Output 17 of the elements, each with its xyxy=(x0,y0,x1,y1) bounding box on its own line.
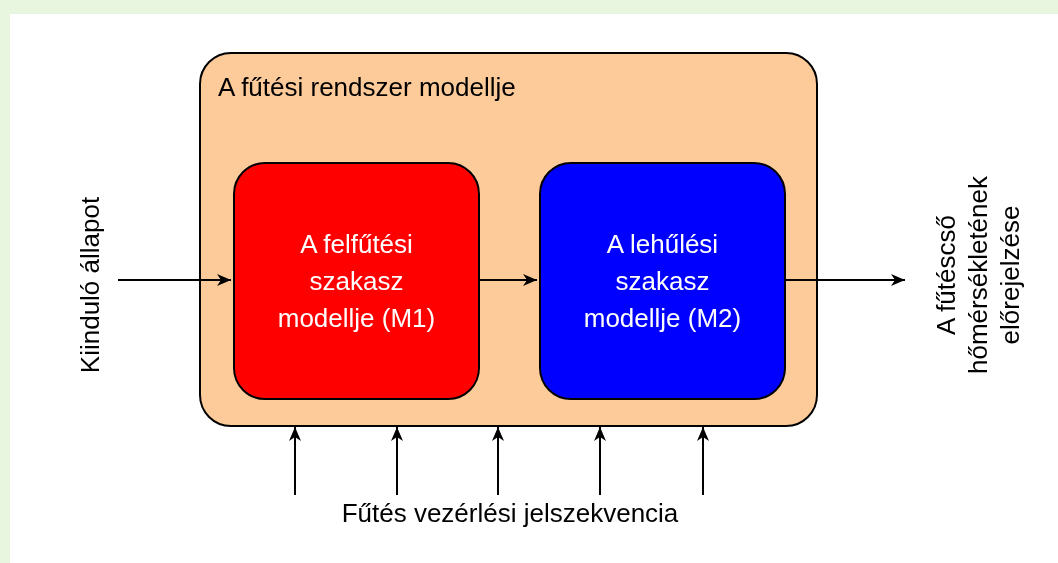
arrow xyxy=(477,274,538,286)
process-box xyxy=(233,162,480,400)
output-text: A fűtéscső hőmérsékletének előrejelzése xyxy=(929,175,1026,376)
box-text: A lehűlési szakasz modellje (M2) xyxy=(582,227,743,335)
input-text: Kiinduló állapot xyxy=(74,195,106,376)
box-text: A felfűtési szakasz modellje (M1) xyxy=(276,227,437,335)
arrow xyxy=(391,426,403,496)
arrow xyxy=(783,274,906,286)
input-text: Fűtés vezérlési jelszekvencia xyxy=(341,496,679,530)
arrow xyxy=(697,426,709,496)
arrow xyxy=(492,426,504,496)
box-title: A fűtési rendszer modellje xyxy=(218,71,516,104)
arrow xyxy=(289,426,301,496)
system-model-box xyxy=(199,52,818,427)
process-box xyxy=(539,162,786,400)
arrow xyxy=(594,426,606,496)
arrow xyxy=(117,274,232,286)
